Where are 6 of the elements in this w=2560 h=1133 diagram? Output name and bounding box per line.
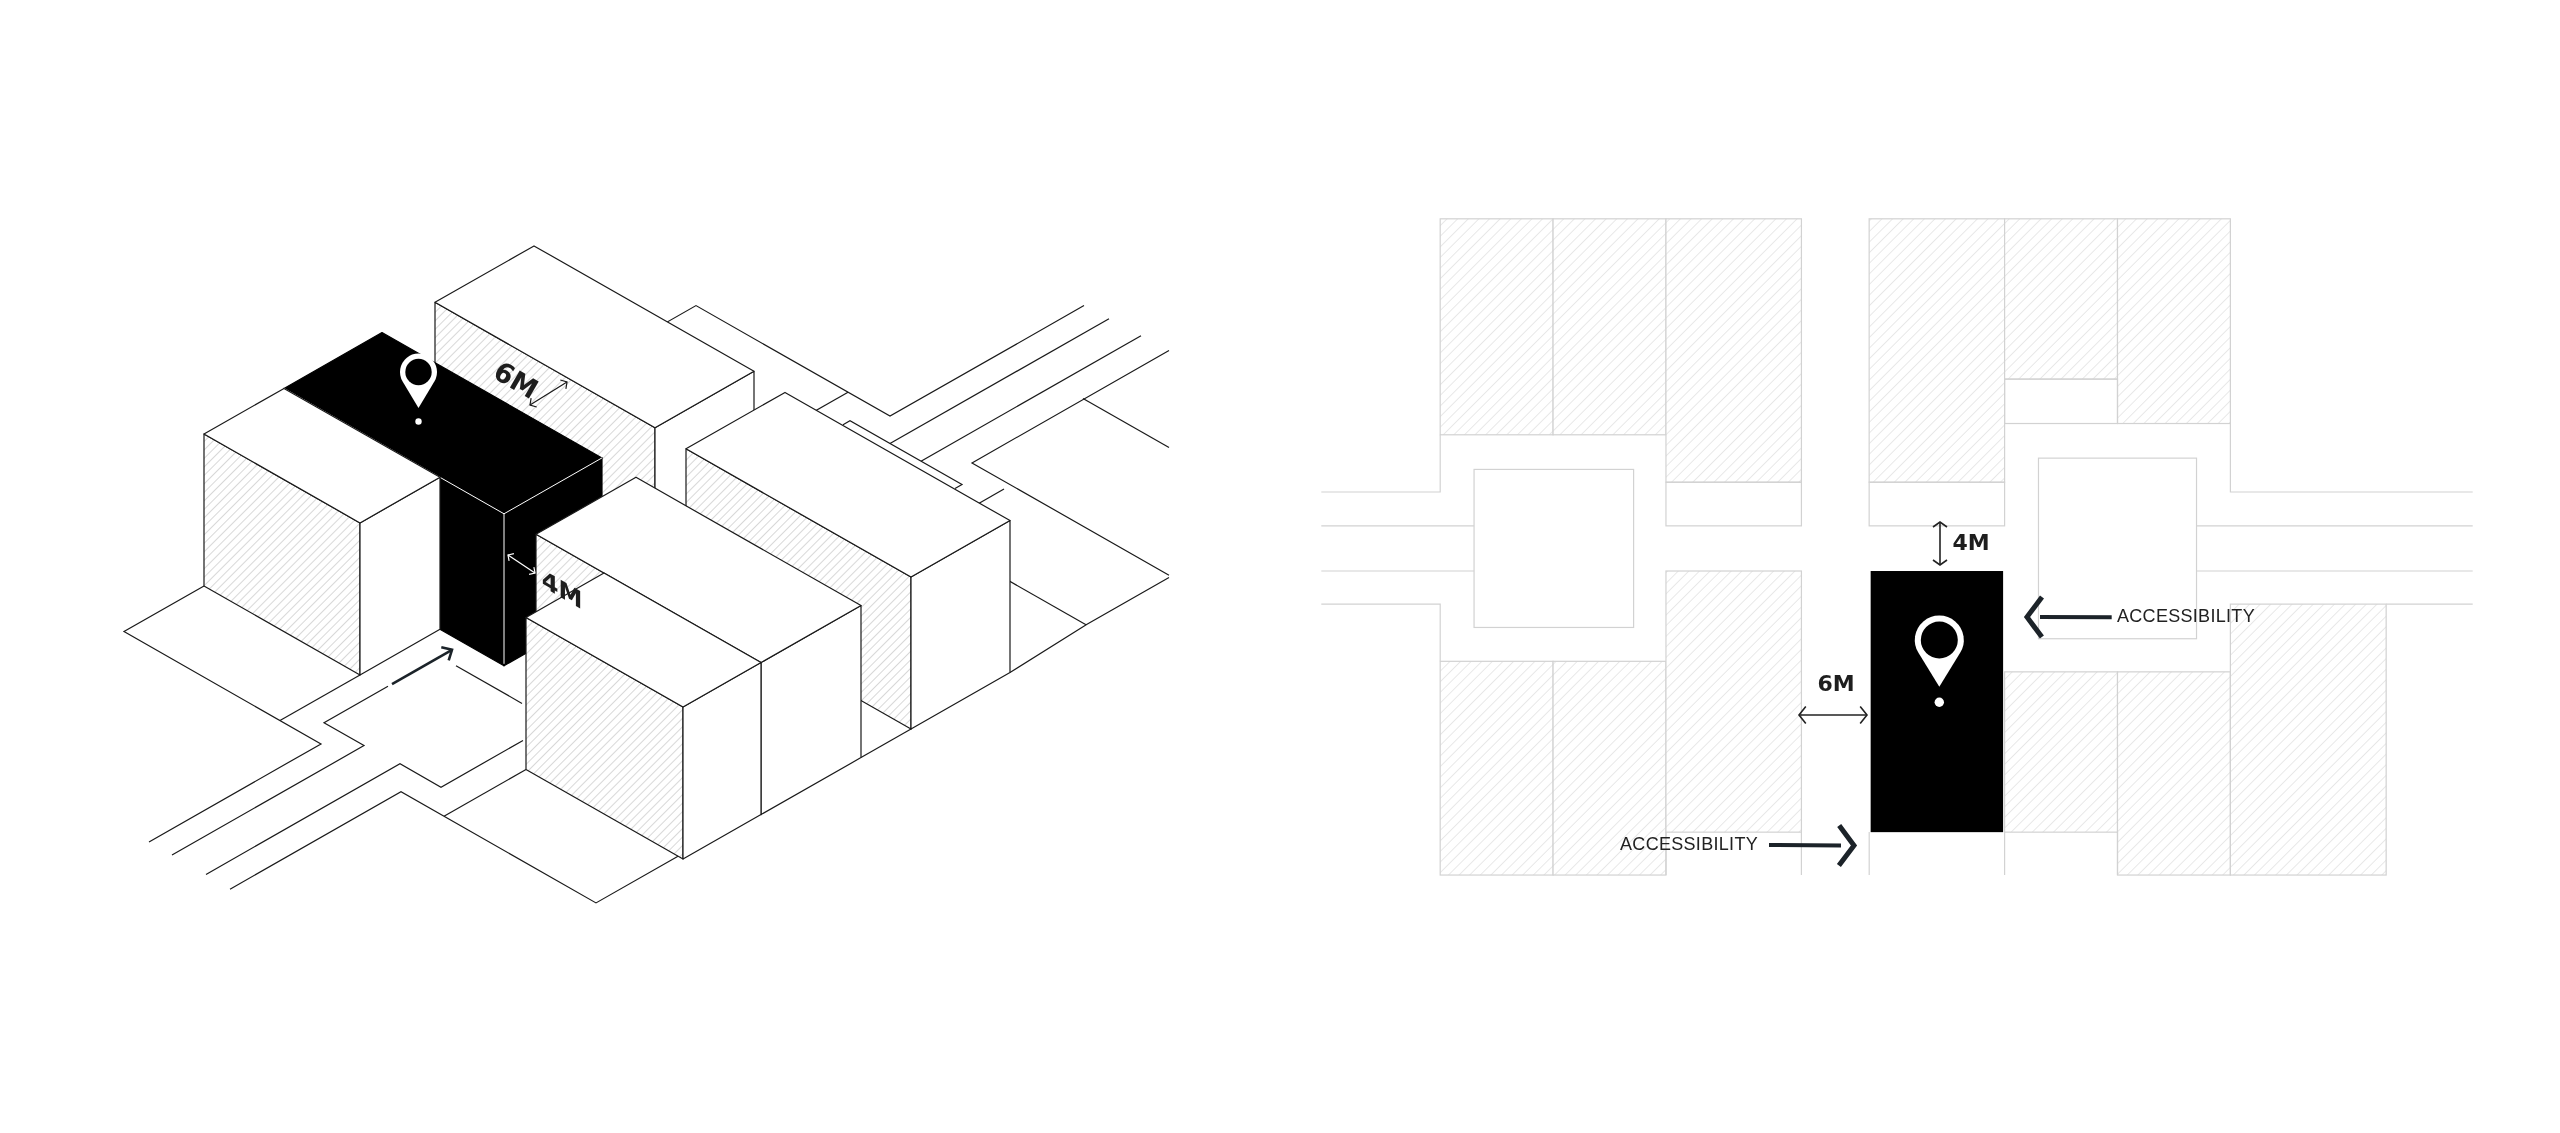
dimension-label: 6M: [489, 356, 543, 404]
access-label: ACCESSIBILITY: [2117, 606, 2255, 625]
access-label: ACCESSIBILITY: [1620, 835, 1758, 853]
dimension-label: 4M: [1952, 532, 1990, 554]
dimension-label: 4M: [541, 566, 583, 614]
dimension-label: 6M: [1817, 672, 1855, 695]
